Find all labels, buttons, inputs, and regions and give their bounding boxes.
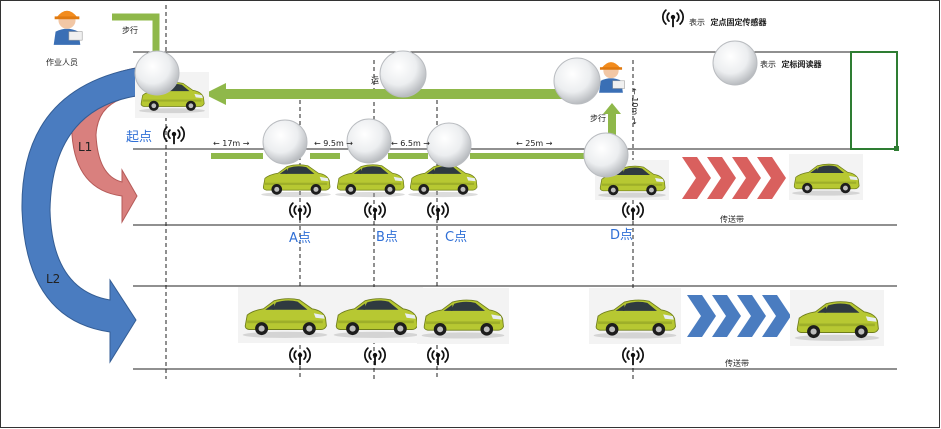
chevrons-blue (687, 295, 791, 337)
belt-segment (388, 153, 428, 159)
car-row2-2 (329, 287, 423, 343)
car-row2-1 (238, 287, 332, 343)
legend-tag-reader-prefix: 表示 (760, 60, 776, 69)
worker-icon (53, 10, 83, 45)
walk-label-right: 步行 (590, 114, 606, 123)
l2-arrow (21, 67, 137, 364)
belt-segment (211, 153, 263, 159)
l2-label: L2 (46, 272, 61, 286)
point-b-label: B点 (376, 230, 398, 245)
car-row2-3 (417, 288, 509, 344)
point-d-label: D点 (610, 228, 634, 243)
exit-box-corner (894, 146, 899, 151)
legend-fixed-sensor-text: 定点固定传感器 (710, 18, 767, 27)
up-arrow-shaft (608, 112, 616, 142)
conveyor-label-row1: 传送带 (720, 215, 744, 224)
legend-tag-reader: 表示 定标阅读器 (760, 59, 822, 70)
distance-6-5m: ← 6.5m → (391, 139, 431, 148)
worker-label: 作业人员 (46, 58, 78, 67)
car-b (334, 164, 406, 198)
tag-reader-start (134, 50, 180, 96)
tag-reader-b (346, 118, 392, 164)
tag-reader-d (583, 132, 629, 178)
chevrons-red (682, 157, 786, 199)
tag-reader-legend-icon (712, 40, 758, 86)
belt-segment (310, 153, 340, 159)
wifi-icon (427, 347, 449, 367)
point-a-label: A点 (289, 231, 311, 246)
legend-fixed-sensor-prefix: 表示 (689, 18, 705, 27)
exit-box (850, 51, 898, 150)
wifi-icon (427, 202, 449, 222)
wifi-icon (364, 347, 386, 367)
distance-9-5m: ← 9.5m → (314, 139, 354, 148)
return-arrow-head (204, 83, 226, 105)
tag-reader-a (262, 119, 308, 165)
wifi-icon (662, 9, 684, 29)
tag-reader-c (426, 122, 472, 168)
up-arrow-head (603, 103, 621, 114)
car-a (260, 164, 332, 198)
car-exit-1 (789, 154, 863, 200)
wifi-icon (163, 126, 185, 146)
start-label: 起点 (126, 130, 153, 145)
tag-reader-top-right (553, 57, 601, 105)
distance-17m: ← 17m → (213, 139, 250, 148)
point-c-label: C点 (445, 230, 468, 245)
walk-label-top: 步行 (122, 26, 138, 35)
legend-tag-reader-text: 定标阅读器 (781, 60, 822, 69)
distance-25m: ← 25m → (516, 139, 553, 148)
worker-icon (598, 61, 625, 93)
wifi-icon (364, 202, 386, 222)
conveyor-label-row2: 传送带 (725, 359, 749, 368)
wifi-icon (622, 202, 644, 222)
car-row2-4 (589, 288, 681, 344)
belt-segment (470, 153, 590, 159)
legend-fixed-sensor: 表示 定点固定传感器 (689, 17, 767, 28)
tag-reader-top-mid (379, 50, 427, 98)
l1-label: L1 (78, 140, 93, 154)
walk-path-top (112, 13, 160, 55)
car-c (407, 164, 479, 198)
car-row2-exit (790, 290, 884, 346)
distance-10m: ← 10m → (630, 88, 639, 125)
wifi-icon (289, 347, 311, 367)
top-belt-label: 运 (371, 76, 379, 85)
